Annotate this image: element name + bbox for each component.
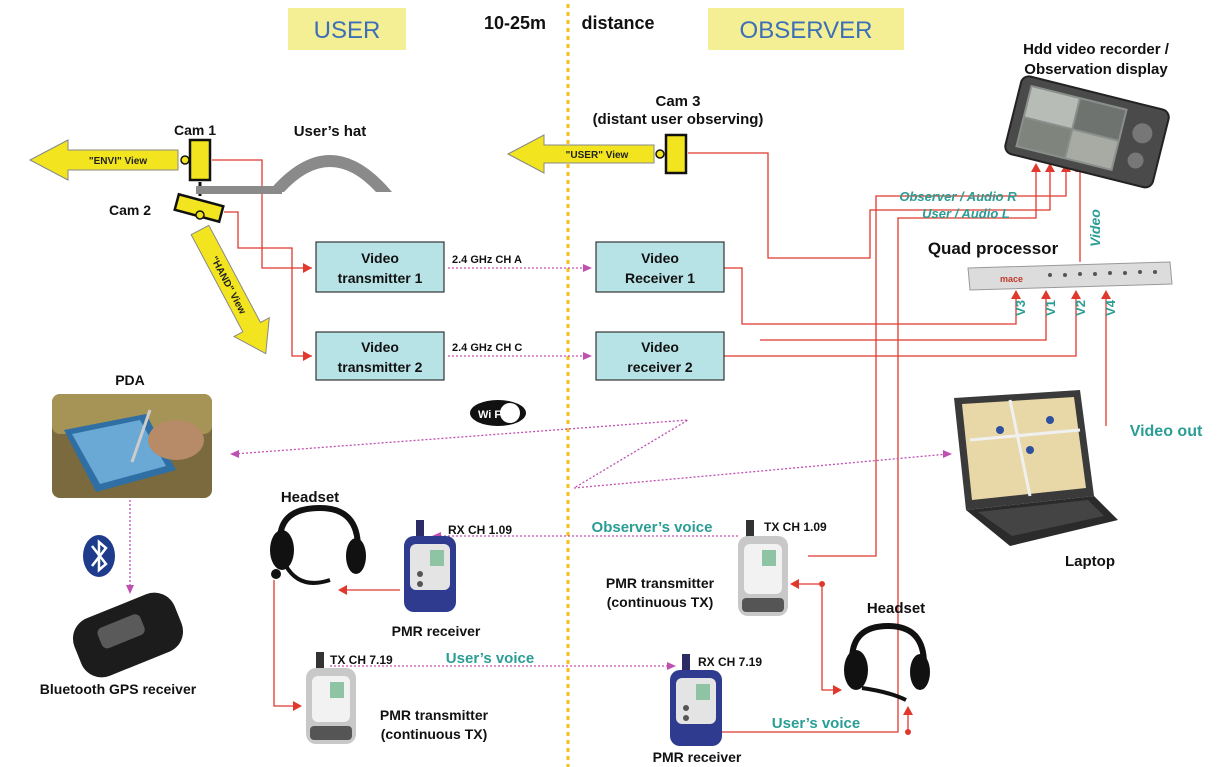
cam1-body bbox=[188, 138, 212, 182]
video-receiver-2-line2: receiver 2 bbox=[627, 359, 693, 375]
channel-c-label: 2.4 GHz CH C bbox=[452, 342, 522, 354]
users-voice-right-label: User’s voice bbox=[772, 715, 860, 732]
observer-header: OBSERVER bbox=[740, 17, 873, 44]
pmr-receiver-right-icon bbox=[670, 654, 722, 746]
wifi-icon: Wi Fi bbox=[470, 400, 526, 426]
pda-label: PDA bbox=[115, 372, 145, 388]
recorder-title-line1: Hdd video recorder / bbox=[1023, 41, 1170, 58]
cam3-label: Cam 3 bbox=[655, 93, 700, 110]
pmr-transmitter-left-icon bbox=[306, 652, 356, 744]
cam3: Cam 3 (distant user observing) bbox=[593, 93, 764, 175]
tx-ch-719-label: TX CH 7.19 bbox=[330, 653, 393, 667]
gps-receiver-icon bbox=[72, 592, 184, 678]
tx-ch-109-label: TX CH 1.09 bbox=[764, 520, 827, 534]
cam2-label: Cam 2 bbox=[109, 202, 151, 218]
hat-brim bbox=[196, 186, 282, 194]
pmr-transmitter-right-line2: (continuous TX) bbox=[607, 594, 714, 610]
video-receiver-1-line1: Video bbox=[641, 250, 679, 266]
hand-view-arrow: "HAND" View bbox=[190, 224, 270, 355]
pmr-receiver-left-label: PMR receiver bbox=[392, 623, 481, 639]
quad-processor-title: Quad processor bbox=[928, 239, 1059, 258]
cam2-lens-icon bbox=[195, 210, 205, 220]
video-transmitter-2-line1: Video bbox=[361, 339, 399, 355]
observers-voice-label: Observer’s voice bbox=[592, 519, 713, 536]
audio-l-label: User / Audio L bbox=[922, 206, 1010, 221]
quad-input-v1: V1 bbox=[1043, 300, 1058, 316]
quad-input-v4: V4 bbox=[1103, 299, 1118, 316]
channel-a-label: 2.4 GHz CH A bbox=[452, 254, 522, 266]
video-receiver-1-line2: Receiver 1 bbox=[625, 270, 695, 286]
cable-lines bbox=[212, 152, 1111, 735]
cam2: Cam 2 bbox=[109, 192, 225, 224]
hat-label: User’s hat bbox=[294, 123, 367, 140]
cam1-label: Cam 1 bbox=[174, 122, 216, 138]
distance-value: 10-25m bbox=[484, 13, 546, 33]
laptop-label: Laptop bbox=[1065, 553, 1115, 570]
wifi-label: Wi Fi bbox=[478, 409, 504, 421]
video-receiver-2-line1: Video bbox=[641, 339, 679, 355]
video-transmitter-1 bbox=[315, 241, 445, 293]
cam3-body bbox=[664, 133, 688, 175]
pmr-transmitter-left-line2: (continuous TX) bbox=[381, 726, 488, 742]
observer-header-bg bbox=[708, 8, 904, 50]
video-receiver-2 bbox=[595, 331, 725, 381]
hat-icon bbox=[268, 155, 392, 192]
pda-icon bbox=[52, 394, 212, 498]
video-out-label: Video out bbox=[1130, 423, 1203, 440]
cam1-lens-icon bbox=[180, 155, 190, 165]
pmr-receiver-left-icon bbox=[404, 520, 456, 612]
rx-ch-109-label: RX CH 1.09 bbox=[448, 523, 512, 537]
gps-label: Bluetooth GPS receiver bbox=[40, 681, 197, 697]
users-voice-mid-label: User’s voice bbox=[446, 650, 534, 667]
quad-input-v2: V2 bbox=[1073, 300, 1088, 316]
pmr-receiver-right-label: PMR receiver bbox=[653, 749, 742, 765]
user-header: USER bbox=[314, 17, 381, 44]
user-view-arrow: "USER" View bbox=[506, 134, 655, 174]
quad-brand: mace bbox=[1000, 274, 1023, 284]
audio-r-label: Observer / Audio R bbox=[899, 189, 1017, 204]
headset-left-label: Headset bbox=[281, 489, 339, 506]
cam3-note: (distant user observing) bbox=[593, 111, 764, 128]
video-transmitter-1-line2: transmitter 1 bbox=[338, 270, 423, 286]
headset-right-icon bbox=[844, 622, 930, 702]
quad-input-v3: V3 bbox=[1013, 300, 1028, 316]
headset-left-icon bbox=[270, 504, 366, 585]
video-receiver-1 bbox=[595, 241, 725, 293]
laptop-icon bbox=[954, 390, 1118, 546]
video-recorder-icon bbox=[1004, 75, 1170, 189]
recorder-title-line2: Observation display bbox=[1024, 61, 1168, 78]
quad-processor-icon: mace bbox=[967, 261, 1173, 291]
video-transmitter-2 bbox=[315, 331, 445, 381]
envi-view-label: "ENVI" View bbox=[89, 156, 147, 167]
envi-view-arrow: "ENVI" View bbox=[28, 139, 179, 181]
video-transmitter-2-line2: transmitter 2 bbox=[338, 359, 423, 375]
pmr-transmitter-right-icon bbox=[738, 520, 788, 616]
recorder-video-label: Video bbox=[1087, 209, 1103, 247]
rx-ch-719-label: RX CH 7.19 bbox=[698, 655, 762, 669]
distance-label: distance bbox=[581, 13, 654, 33]
cam3-lens-icon bbox=[655, 149, 665, 159]
user-header-bg bbox=[288, 8, 406, 50]
headset-right-label: Headset bbox=[867, 600, 925, 617]
video-transmitter-1-line1: Video bbox=[361, 250, 399, 266]
pmr-transmitter-left-line1: PMR transmitter bbox=[380, 707, 489, 723]
pmr-transmitter-right-line1: PMR transmitter bbox=[606, 575, 715, 591]
cam1: Cam 1 bbox=[174, 122, 216, 182]
bluetooth-icon bbox=[83, 535, 115, 577]
user-view-label: "USER" View bbox=[566, 150, 629, 161]
